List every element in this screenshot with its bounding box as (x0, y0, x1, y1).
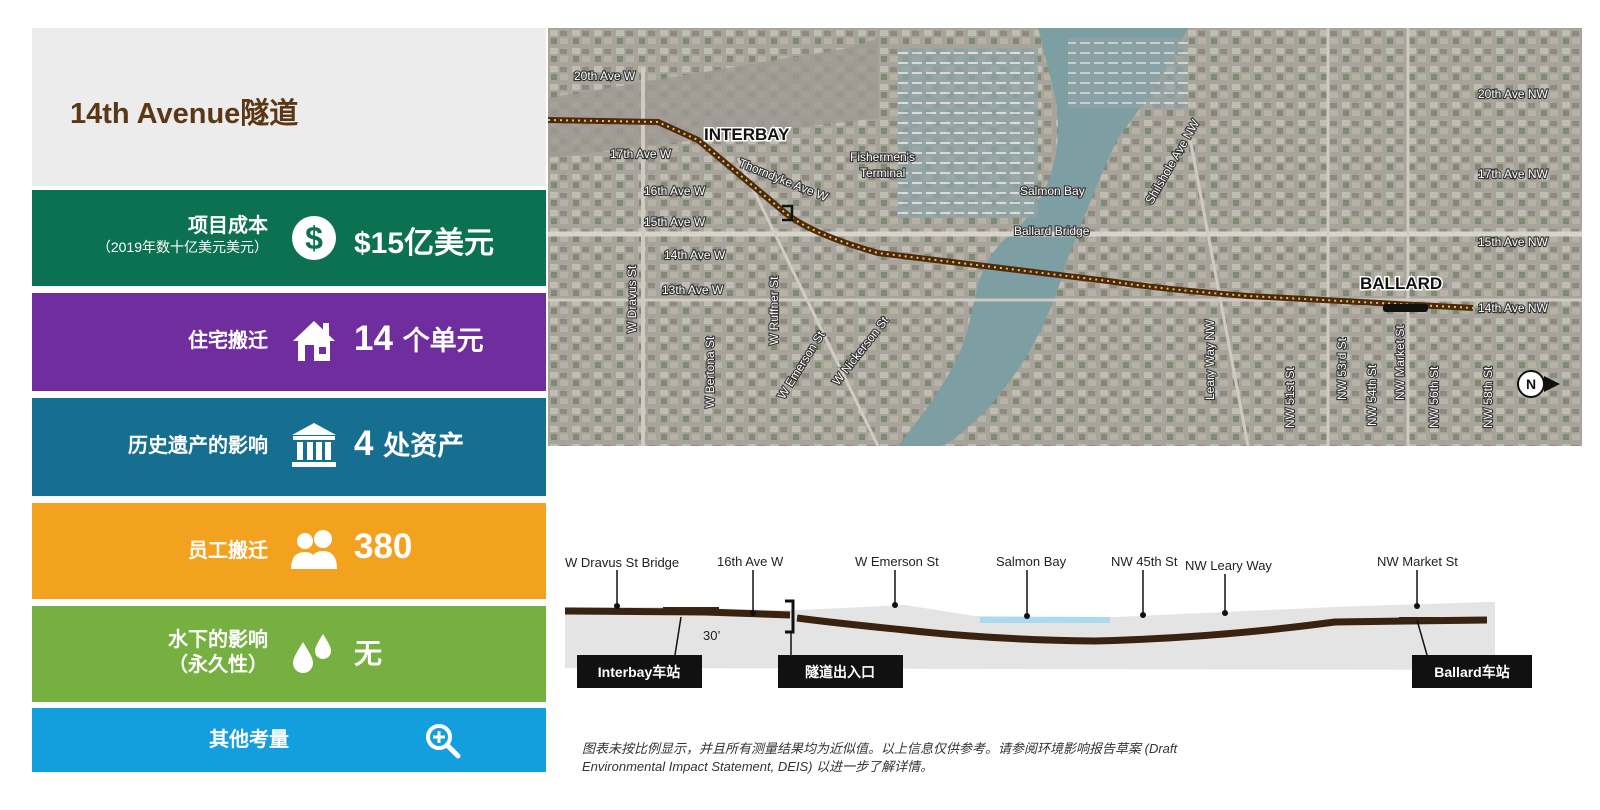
historic-row: 历史遗产的影响 4 处资产 (32, 398, 546, 496)
label-20th-ave-w: 20th Ave W (574, 69, 636, 83)
label-15th-ave-nw: 15th Ave NW (1478, 235, 1548, 249)
other-label: 其他考量 (209, 729, 289, 751)
label-17th-ave-nw: 17th Ave NW (1478, 167, 1548, 181)
historic-unit: 处资产 (383, 431, 465, 461)
label-14th-ave-nw: 14th Ave NW (1478, 301, 1548, 315)
label-nw-54th: NW 54th St (1365, 364, 1379, 426)
profile-label-market: NW Market St (1377, 554, 1458, 569)
cost-sublabel: （2019年数十亿美元美元） (96, 239, 268, 255)
cost-label-block: 项目成本 （2019年数十亿美元美元） (97, 214, 268, 256)
historic-value: 4 (354, 424, 374, 463)
page-title: 14th Avenue隧道 (70, 98, 299, 130)
label-13th-ave-w: 13th Ave W (662, 283, 724, 297)
housing-label: 住宅搬迁 (188, 330, 268, 352)
profile-label-salmon: Salmon Bay (996, 554, 1067, 569)
label-nw-market: NW Market St (1393, 325, 1407, 400)
label-ballard: BALLARD (1360, 274, 1442, 293)
station-ballard: Ballard车站 (1434, 664, 1509, 680)
other-considerations-button[interactable]: 其他考量 (32, 708, 546, 772)
profile-label-emerson: W Emerson St (855, 554, 939, 569)
underwater-sublabel: （永久性） (168, 654, 268, 676)
zoom-in-icon[interactable] (424, 722, 462, 760)
water-drops-icon (293, 634, 331, 673)
historic-label: 历史遗产的影响 (128, 435, 268, 457)
station-portal: 隧道出入口 (805, 664, 875, 680)
label-nw-56th: NW 56th St (1427, 366, 1441, 428)
profile-canvas: W Dravus St Bridge 16th Ave W W Emerson … (564, 554, 1532, 688)
label-terminal: Terminal (860, 166, 905, 180)
underwater-row: 水下的影响 （永久性） 无 (32, 606, 546, 702)
north-label: N (1526, 376, 1536, 392)
label-15th-ave-w: 15th Ave W (644, 215, 706, 229)
housing-unit: 个单元 (402, 326, 484, 356)
title-panel: 14th Avenue隧道 (32, 28, 546, 186)
historic-value-block: 4 处资产 (354, 424, 464, 464)
underwater-value: 无 (354, 638, 383, 669)
underwater-label: 水下的影响 (168, 629, 268, 651)
employees-row: 员工搬迁 380 (32, 503, 546, 599)
building-icon (292, 423, 336, 467)
label-w-bertona: W Bertona St (703, 336, 717, 408)
label-salmon-bay: Salmon Bay (1020, 184, 1085, 198)
profile-label-dravus: W Dravus St Bridge (565, 555, 679, 570)
house-icon (293, 321, 335, 361)
label-nw-51st: NW 51st St (1283, 367, 1297, 428)
depth-label: 30’ (703, 628, 720, 643)
svg-text:$: $ (305, 220, 323, 256)
housing-row: 住宅搬迁 14 个单元 (32, 293, 546, 391)
employees-value: 380 (354, 527, 413, 566)
station-interbay: Interbay车站 (598, 664, 680, 680)
cost-row: 项目成本 （2019年数十亿美元美元） $ $15亿美元 (32, 190, 546, 286)
cost-value: $15亿美元 (354, 227, 495, 260)
label-fishermens: Fishermen's (850, 150, 915, 164)
employees-label: 员工搬迁 (188, 540, 268, 562)
profile-label-16th: 16th Ave W (717, 554, 784, 569)
aerial-map: 20th Ave W INTERBAY 17th Ave W 16th Ave … (547, 28, 1582, 447)
north-arrow-icon: N (1517, 370, 1560, 398)
profile-label-nw45: NW 45th St (1111, 554, 1178, 569)
underwater-label-block: 水下的影响 （永久性） (168, 628, 268, 678)
dollar-icon: $ (292, 216, 336, 260)
label-ballard-bridge: Ballard Bridge (1014, 224, 1090, 238)
label-w-dravus: W Dravus St (625, 265, 639, 333)
label-w-ruffner: W Ruffner St (767, 276, 781, 345)
label-interbay: INTERBAY (704, 125, 790, 144)
people-icon (291, 530, 337, 569)
label-17th-ave-w: 17th Ave W (610, 147, 672, 161)
profile-label-leary: NW Leary Way (1185, 558, 1272, 573)
tunnel-profile-diagram: W Dravus St Bridge 16th Ave W W Emerson … (564, 554, 1535, 730)
label-leary-way: Leary Way NW (1203, 319, 1217, 400)
disclaimer-note: 图表未按比例显示，并且所有测量结果均为近似值。以上信息仅供参考。请参阅环境影响报… (582, 741, 1178, 774)
label-nw-58th: NW 58th St (1481, 366, 1495, 428)
cost-label: 项目成本 (188, 215, 268, 237)
housing-value: 14 (354, 319, 393, 358)
housing-value-block: 14 个单元 (354, 319, 484, 359)
label-20th-ave-nw: 20th Ave NW (1478, 87, 1548, 101)
label-14th-ave-w: 14th Ave W (664, 248, 726, 262)
label-16th-ave-w: 16th Ave W (644, 184, 706, 198)
map-canvas: 20th Ave W INTERBAY 17th Ave W 16th Ave … (547, 28, 1582, 447)
label-nw-53rd: NW 53rd St (1335, 337, 1349, 400)
